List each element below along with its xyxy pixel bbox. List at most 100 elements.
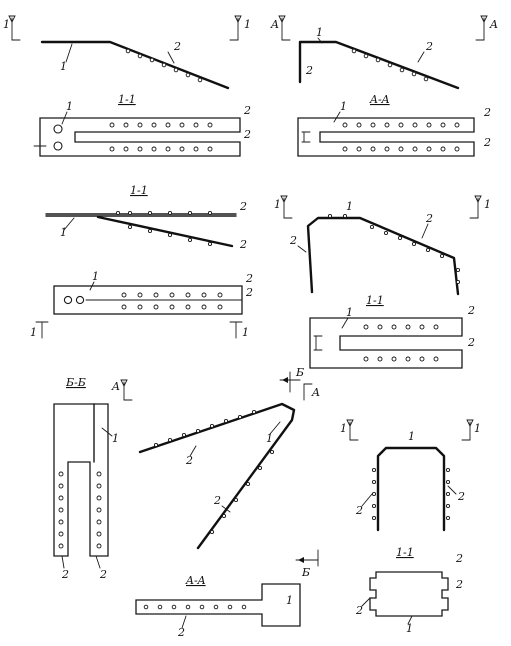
panel-2-plan: A-A 1 2 2 <box>297 93 491 157</box>
callout-1: 1 <box>346 200 353 213</box>
panel-7-elevation: 1 1 1 2 2 <box>340 419 481 532</box>
callout-2: 2 <box>483 136 491 149</box>
callout-1: 1 <box>60 226 67 239</box>
callout-2: 2 <box>467 304 475 317</box>
callout-1: 1 <box>66 100 73 113</box>
plate-outline <box>369 571 449 617</box>
callout-2: 2 <box>425 40 433 53</box>
callout-2: 2 <box>61 568 69 581</box>
plate-outline <box>297 117 475 157</box>
callout-2: 2 <box>355 604 363 617</box>
bolts <box>125 48 203 83</box>
section-mark-label: Б <box>301 566 310 579</box>
panel-4-elevation: 1 1 1 2 2 <box>274 195 491 296</box>
callout-2: 2 <box>455 552 463 565</box>
section-mark-right: 1 <box>461 419 481 441</box>
section-mark-right: 1 <box>469 195 491 219</box>
holes-bottom-row <box>109 146 213 152</box>
rail-profile <box>40 40 230 90</box>
section-mark-left: 1 <box>274 195 293 219</box>
panel-3-plan: 1 2 2 1 1 <box>30 270 253 339</box>
rail-profile <box>96 215 234 248</box>
section-mark-A2: A <box>303 383 320 401</box>
panel-5-section-BB: Б-Б A 1 2 2 <box>53 376 133 581</box>
plate-outline <box>135 583 301 627</box>
callout-2: 2 <box>177 626 185 639</box>
rail-profile <box>138 402 296 550</box>
panel-1-plan: 1-1 1 2 2 <box>33 93 251 157</box>
section-mark-A: A <box>111 379 133 401</box>
panel-3-elevation: 1-1 1 2 2 <box>45 184 247 251</box>
section-mark-label: A <box>489 18 498 31</box>
callout-1: 1 <box>346 306 353 319</box>
section-mark-label: 1 <box>3 18 10 31</box>
section-mark-right: A <box>475 15 498 41</box>
section-mark-label: A <box>270 18 279 31</box>
callout-2: 2 <box>213 494 221 507</box>
callout-2: 2 <box>457 490 465 503</box>
callout-1: 1 <box>406 622 413 635</box>
callout-2: 2 <box>483 106 491 119</box>
callout-2: 2 <box>305 64 313 77</box>
section-mark-label: 1 <box>242 326 249 339</box>
section-mark-label: Б <box>295 366 304 379</box>
section-title: 1-1 <box>366 294 384 307</box>
callout-2: 2 <box>455 578 463 591</box>
section-mark-B2: Б <box>295 549 319 579</box>
section-mark-label: A <box>111 380 120 393</box>
section-mark-label: 1 <box>244 18 251 31</box>
section-mark-right: 1 <box>229 15 251 41</box>
section-mark-left: 1 <box>3 15 21 41</box>
plate-outline <box>309 317 463 369</box>
callout-2: 2 <box>239 238 247 251</box>
section-title: A-A <box>369 93 390 106</box>
section-mark-left: 1 <box>340 419 359 441</box>
panel-2-elevation: A A 1 2 2 <box>270 15 498 90</box>
callout-1: 1 <box>286 594 293 607</box>
callout-1: 1 <box>408 430 415 443</box>
panel-6-elevation: Б A 1 2 2 <box>138 366 320 550</box>
section-mark-label: A <box>311 386 320 399</box>
callout-1: 1 <box>316 26 323 39</box>
panel-1-elevation: 1 1 1 2 <box>3 15 251 90</box>
rail-profile <box>376 446 446 532</box>
callout-2: 2 <box>355 504 363 517</box>
callout-2: 2 <box>245 272 253 285</box>
callout-1: 1 <box>92 270 99 283</box>
section-title: 1-1 <box>118 93 136 106</box>
section-title: 1-1 <box>130 184 148 197</box>
callout-2: 2 <box>243 104 251 117</box>
section-mark-left: 1 <box>30 321 49 339</box>
callout-2: 2 <box>99 568 107 581</box>
callout-2: 2 <box>173 40 181 53</box>
callout-1: 1 <box>266 432 273 445</box>
panel-4-plan: 1-1 1 2 2 <box>309 294 475 369</box>
section-mark-label: 1 <box>340 422 347 435</box>
callout-2: 2 <box>467 336 475 349</box>
callout-2: 2 <box>289 234 297 247</box>
panel-7-plan: 1-1 1 2 2 2 <box>355 546 463 635</box>
section-mark-label: 1 <box>30 326 37 339</box>
callout-1: 1 <box>112 432 119 445</box>
section-mark-label: 1 <box>484 198 491 211</box>
section-mark-label: 1 <box>274 198 281 211</box>
rail-profile <box>306 216 460 296</box>
section-title: 1-1 <box>396 546 414 559</box>
callout-1: 1 <box>60 60 67 73</box>
section-title: Б-Б <box>65 376 86 389</box>
plate-outline <box>39 117 241 157</box>
section-mark-B: Б <box>279 366 304 393</box>
callout-1: 1 <box>340 100 347 113</box>
rail-profile <box>298 40 460 90</box>
section-mark-right: 1 <box>229 321 249 339</box>
section-mark-left: A <box>270 15 291 41</box>
panel-6-plan: A-A Б 1 2 <box>135 549 319 639</box>
callout-2: 2 <box>243 128 251 141</box>
callout-2: 2 <box>185 454 193 467</box>
callout-2: 2 <box>425 212 433 225</box>
callout-2: 2 <box>245 286 253 299</box>
callout-2: 2 <box>239 200 247 213</box>
holes-top-row <box>109 122 213 128</box>
section-mark-label: 1 <box>474 422 481 435</box>
